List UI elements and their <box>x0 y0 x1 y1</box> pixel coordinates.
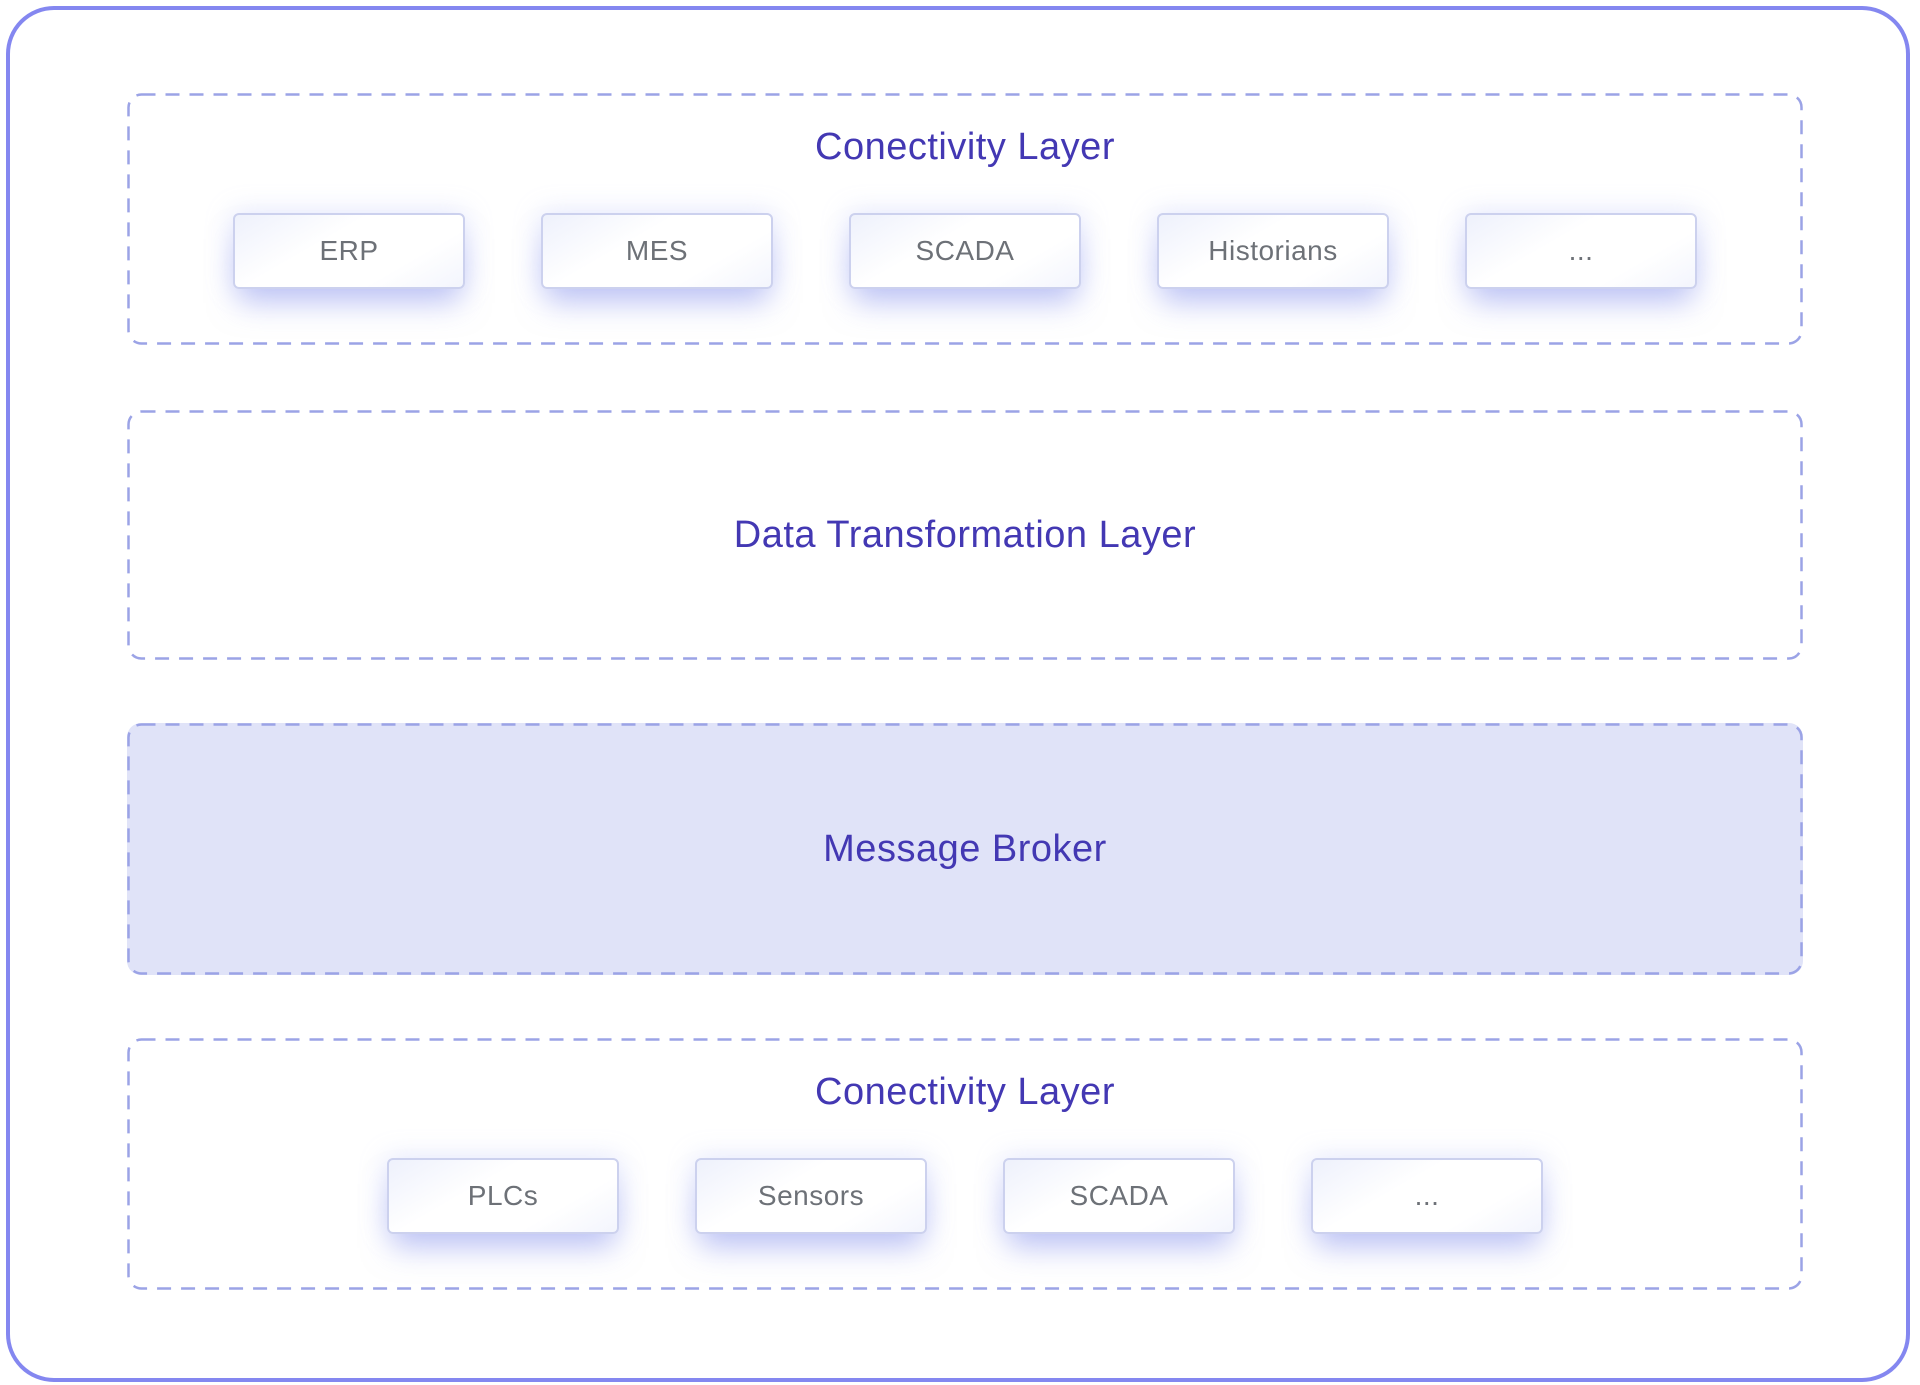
component-box-mes: MES <box>541 213 773 289</box>
section-title: Data Transformation Layer <box>733 514 1197 556</box>
section-title: Message Broker <box>823 828 1107 870</box>
component-label: SCADA <box>915 235 1015 266</box>
component-box-plcs: PLCs <box>387 1158 619 1234</box>
component-box-ellipsis: ... <box>1465 213 1697 289</box>
connectivity-layer-top-section: Conectivity Layer ERP MES SCADA Historia… <box>127 93 1803 345</box>
component-box-scada: SCADA <box>1003 1158 1235 1234</box>
component-row: ERP MES SCADA Historians ... <box>127 213 1803 289</box>
component-box-ellipsis: ... <box>1311 1158 1543 1234</box>
component-box-historians: Historians <box>1157 213 1389 289</box>
component-box-sensors: Sensors <box>695 1158 927 1234</box>
connectivity-layer-bottom-section: Conectivity Layer PLCs Sensors SCADA ... <box>127 1038 1803 1290</box>
component-label: MES <box>625 235 689 266</box>
component-label: ... <box>1414 1180 1440 1211</box>
data-transformation-layer-section: Data Transformation Layer <box>127 410 1803 660</box>
section-title: Conectivity Layer <box>815 1071 1115 1113</box>
component-box-erp: ERP <box>233 213 465 289</box>
component-row: PLCs Sensors SCADA ... <box>127 1158 1803 1234</box>
diagram-card: Conectivity Layer ERP MES SCADA Historia… <box>6 6 1910 1382</box>
component-box-scada: SCADA <box>849 213 1081 289</box>
component-label: ERP <box>319 235 379 266</box>
component-label: ... <box>1568 235 1594 266</box>
component-label: SCADA <box>1069 1180 1169 1211</box>
section-title: Conectivity Layer <box>815 126 1115 168</box>
component-label: Historians <box>1208 235 1338 266</box>
component-label: Sensors <box>757 1180 865 1211</box>
component-label: PLCs <box>467 1180 539 1211</box>
message-broker-section: Message Broker <box>127 723 1803 975</box>
